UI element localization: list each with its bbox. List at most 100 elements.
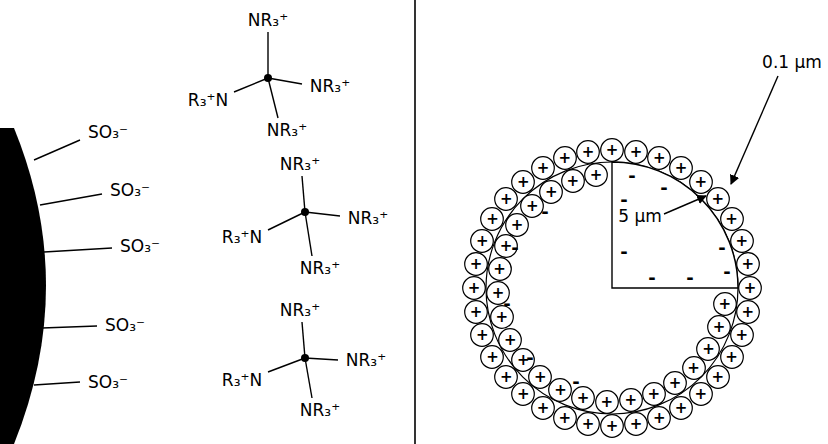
charge-sign: +	[498, 328, 522, 352]
cation-bead: +	[531, 396, 555, 420]
sulfonate-group: SO₃⁻	[120, 236, 160, 256]
charge-sign: +	[464, 300, 488, 324]
charge-sign: +	[528, 365, 552, 389]
radius-arrow	[664, 196, 706, 214]
ammonium-group: NR₃⁺	[248, 10, 288, 30]
cation-bead: +	[706, 187, 730, 211]
cation-bead: +	[689, 382, 713, 406]
cation-bead: +	[600, 138, 624, 162]
charge-sign: +	[576, 412, 600, 436]
charge-sign: +	[689, 170, 713, 194]
cation-bead: +	[553, 406, 577, 430]
cation-bead: +	[528, 365, 552, 389]
charge-sign: +	[600, 138, 624, 162]
charge-sign: +	[736, 252, 760, 276]
charge-sign: +	[738, 276, 762, 300]
cation-bead: +	[600, 414, 624, 438]
charge-sign: +	[669, 396, 693, 420]
charge-sign: -	[628, 166, 635, 186]
charge-sign: -	[572, 372, 579, 392]
sulfonate-group: SO₃⁻	[88, 122, 128, 142]
charge-sign: +	[531, 156, 555, 180]
core-sphere	[486, 162, 738, 414]
cation-bead: +	[464, 252, 488, 276]
cation-bead: +	[480, 207, 504, 231]
charge-sign: +	[624, 412, 648, 436]
cation-bead: +	[462, 276, 486, 300]
shell-arrow	[731, 76, 778, 184]
charge-sign: -	[620, 242, 627, 262]
cation-bead: +	[706, 365, 730, 389]
charge-sign: +	[480, 345, 504, 369]
cation-bead: +	[647, 406, 671, 430]
cation-bead: +	[505, 213, 529, 237]
cation-bead: +	[470, 229, 494, 253]
cation-bead: +	[511, 170, 535, 194]
sulfonate-group: SO₃⁻	[88, 372, 128, 392]
charge-sign: +	[730, 229, 754, 253]
cation-bead: +	[576, 140, 600, 164]
cation-bead: +	[539, 180, 563, 204]
sulfonate-bonds	[34, 140, 112, 385]
charge-sign: +	[553, 146, 577, 170]
charge-sign: +	[505, 213, 529, 237]
cation-bead: +	[494, 365, 518, 389]
sulfonate-group: SO₃⁻	[105, 315, 145, 335]
charge-sign: +	[494, 365, 518, 389]
charge-sign: +	[689, 382, 713, 406]
cation-bead: +	[595, 390, 619, 414]
cation-bead: +	[642, 382, 666, 406]
charge-sign: +	[462, 276, 486, 300]
charge-sign: +	[730, 323, 754, 347]
cation-bead: +	[561, 169, 585, 193]
charge-sign: +	[470, 229, 494, 253]
charge-sign: +	[548, 378, 572, 402]
cation-bead: +	[669, 156, 693, 180]
charge-sign: +	[488, 257, 512, 281]
charge-sign: +	[494, 187, 518, 211]
charge-sign: -	[511, 238, 518, 258]
cation-bead: +	[730, 229, 754, 253]
cation-bead: +	[488, 257, 512, 281]
charge-sign: +	[706, 365, 730, 389]
charge-sign: -	[503, 294, 510, 314]
cation-bead: +	[576, 412, 600, 436]
resin-surface	[0, 128, 46, 444]
charge-sign: +	[511, 382, 535, 406]
charge-sign: +	[647, 146, 671, 170]
charge-sign: +	[539, 180, 563, 204]
cation-bead: +	[738, 276, 762, 300]
cation-bead: +	[584, 163, 608, 187]
cation-bead: +	[707, 315, 731, 339]
charge-sign: -	[620, 190, 627, 210]
cation-bead: +	[669, 396, 693, 420]
charge-sign: -	[718, 238, 725, 258]
charge-sign: -	[541, 202, 548, 222]
cation-bead: +	[520, 194, 544, 218]
cation-bead: +	[531, 156, 555, 180]
cation-bead: +	[553, 146, 577, 170]
ammonium-group: NR₃⁺	[300, 400, 340, 420]
cation-bead: +	[647, 146, 671, 170]
charge-sign: +	[595, 390, 619, 414]
charge-sign: +	[642, 382, 666, 406]
charge-sign: -	[526, 348, 533, 368]
cation-bead: +	[682, 356, 706, 380]
ammonium-group: NR₃⁺	[346, 350, 386, 370]
charge-sign: +	[720, 345, 744, 369]
charge-sign: +	[561, 169, 585, 193]
panel-divider	[414, 0, 416, 444]
cation-bead: +	[720, 345, 744, 369]
cation-bead: +	[713, 292, 737, 316]
charge-sign: +	[511, 170, 535, 194]
charge-sign: +	[464, 252, 488, 276]
ammonium-group: R₃⁺N	[222, 370, 262, 390]
cation-bead: +	[498, 328, 522, 352]
cation-bead: +	[689, 170, 713, 194]
ammonium-group: NR₃⁺	[267, 120, 307, 140]
dimension-label: 0.1 µm	[762, 52, 822, 72]
cation-bead: +	[663, 371, 687, 395]
charge-sign: +	[470, 323, 494, 347]
cation-bead: +	[548, 378, 572, 402]
